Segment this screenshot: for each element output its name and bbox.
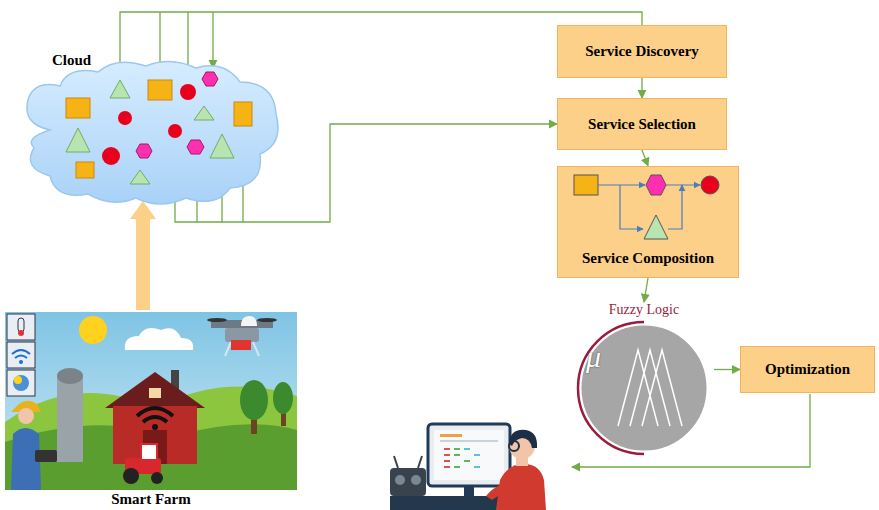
connector	[642, 78, 643, 98]
process-box: Optimization	[740, 346, 875, 393]
node-label: μ	[586, 340, 601, 374]
node-label: Service Discovery	[585, 43, 699, 60]
composition-box: Service Composition	[557, 166, 739, 278]
cloud-shape	[20, 52, 285, 207]
upload-arrow	[130, 201, 156, 310]
connector-line	[212, 12, 213, 68]
fuzzy-circle: Fuzzy Logic μ	[572, 302, 716, 458]
node-label: Fuzzy Logic	[572, 302, 716, 318]
connector-line	[644, 278, 648, 302]
node-label: Service Selection	[588, 116, 696, 133]
operator-illustration	[388, 418, 548, 510]
connector-line	[714, 369, 740, 370]
composition-sketch	[558, 167, 728, 247]
connector	[642, 150, 648, 166]
node-label: Smart Farm	[5, 490, 297, 508]
node-label: Optimization	[765, 361, 850, 378]
connector	[130, 201, 156, 310]
connector	[714, 369, 740, 370]
connector	[644, 278, 648, 302]
farm-scene	[5, 312, 297, 490]
connector-line	[242, 183, 243, 222]
connector-line	[642, 150, 648, 166]
node-label: Service Composition	[558, 250, 738, 267]
node-label: Cloud	[52, 52, 91, 69]
smart-farm-illustration: Smart Farm	[5, 312, 297, 508]
process-box: Service Selection	[557, 98, 727, 150]
process-box: Service Discovery	[557, 25, 727, 78]
connector-line	[641, 78, 642, 98]
cloud-region: Cloud	[20, 52, 285, 207]
